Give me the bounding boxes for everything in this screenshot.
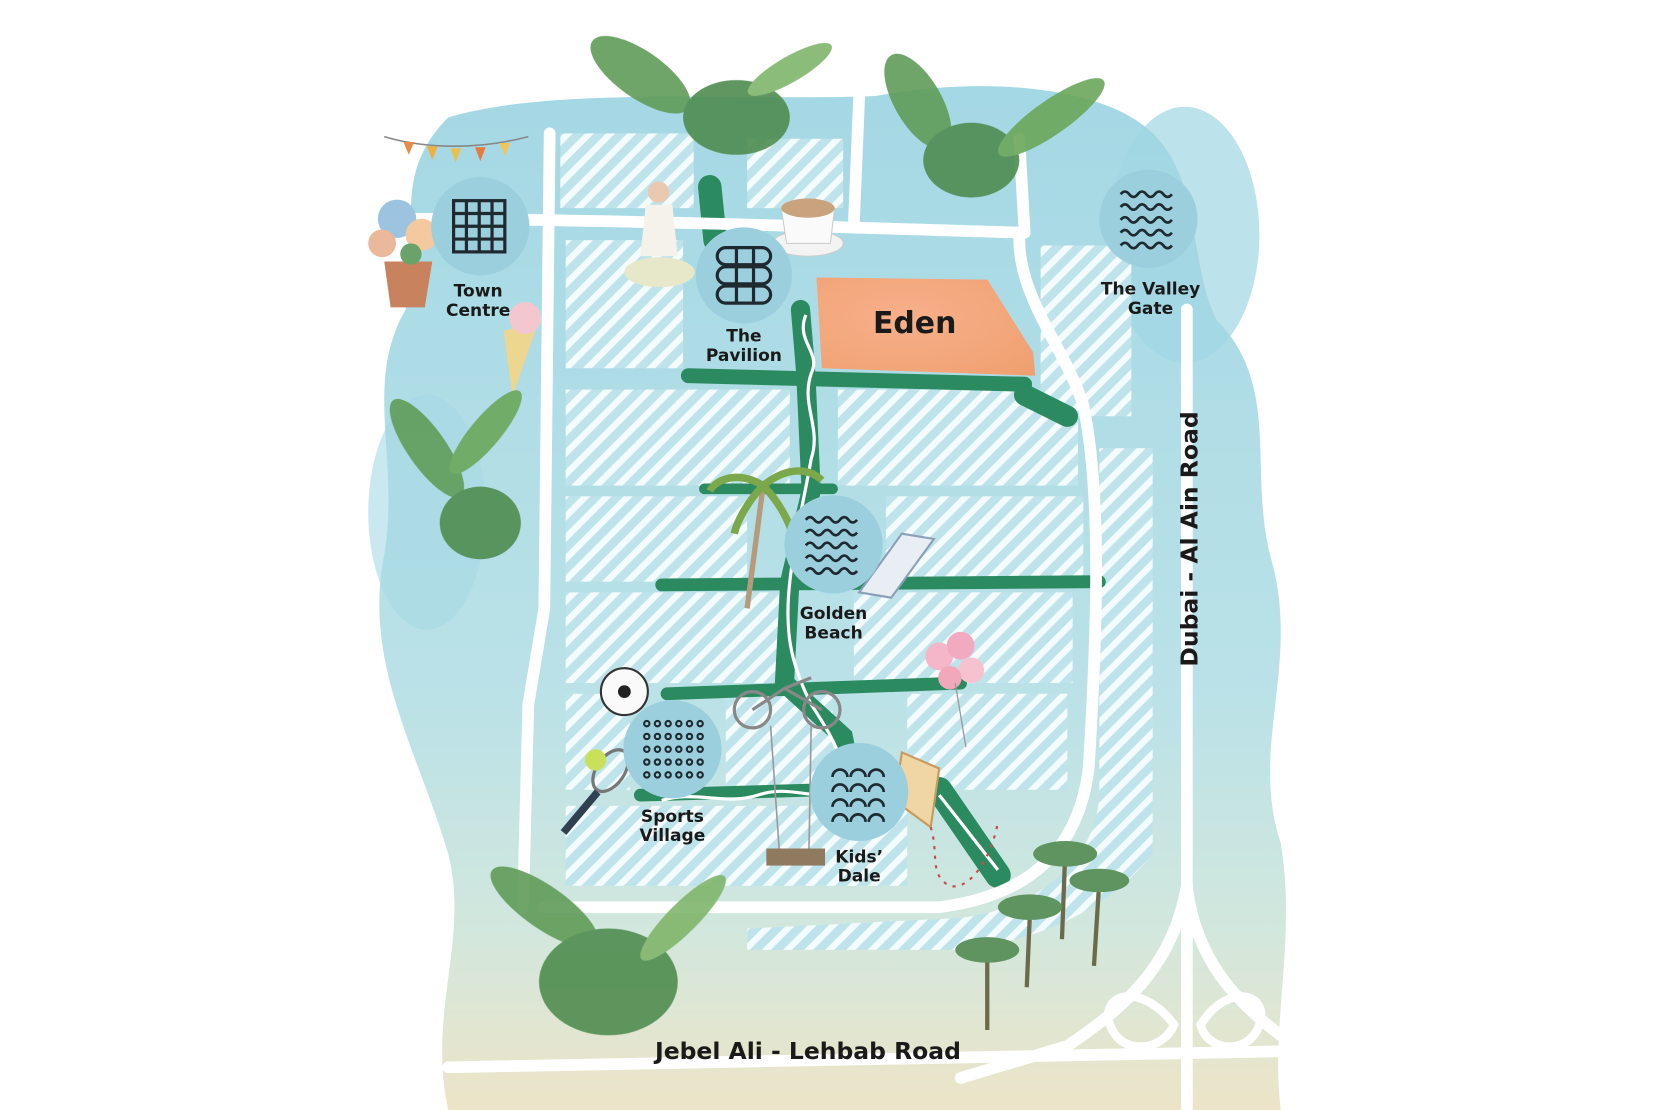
tropical-plants xyxy=(389,35,1105,1036)
place-label: Town xyxy=(454,282,503,302)
roads xyxy=(378,90,1287,1110)
arches-icon xyxy=(831,768,886,822)
place-kids-dale[interactable]: Kids’ Dale xyxy=(810,742,909,887)
waves-icon xyxy=(1119,190,1173,250)
cylinders-icon xyxy=(715,246,773,305)
place-label: Centre xyxy=(446,301,510,321)
place-label: Pavilion xyxy=(706,346,782,366)
soccer-ball-icon xyxy=(599,667,649,717)
balloons-icon xyxy=(925,631,985,748)
place-label: Dale xyxy=(838,867,881,887)
road-label-dubai-al-ain: Dubai - Al Ain Road xyxy=(1176,411,1204,666)
road-label-jebel-ali-lehbab: Jebel Ali - Lehbab Road xyxy=(653,1037,961,1065)
residential-blocks xyxy=(560,133,1153,950)
place-the-pavilion[interactable]: The Pavilion xyxy=(695,227,792,366)
place-label: Gate xyxy=(1128,299,1173,319)
place-label: Golden xyxy=(800,604,868,624)
place-label: Village xyxy=(640,826,706,846)
waves-icon xyxy=(804,515,859,575)
place-label: Sports xyxy=(641,807,704,827)
palm-tree-icon xyxy=(706,467,825,609)
coffee-cup-icon xyxy=(772,198,844,257)
place-label: The Valley xyxy=(1101,280,1200,300)
place-town-centre[interactable]: Town Centre xyxy=(431,177,530,321)
tennis-racket-icon xyxy=(560,748,630,835)
grid-icon xyxy=(452,199,507,254)
ice-cream-icon xyxy=(503,302,542,398)
dots-icon xyxy=(643,719,704,779)
yoga-person-icon xyxy=(624,181,695,288)
flower-pot-icon xyxy=(368,199,438,308)
place-sports-village[interactable]: Sports Village xyxy=(623,700,722,846)
place-label: The xyxy=(726,327,761,347)
swing-icon xyxy=(766,725,826,866)
place-label: Beach xyxy=(804,623,862,643)
place-the-valley-gate[interactable]: The Valley Gate xyxy=(1099,169,1200,319)
bicycle-icon xyxy=(732,676,842,730)
eden-development-area xyxy=(816,277,1036,376)
date-palms-icon xyxy=(955,841,1130,1030)
bunting-icon xyxy=(384,135,529,163)
place-golden-beach[interactable]: Golden Beach xyxy=(784,495,883,643)
eden-label: Eden xyxy=(873,306,956,341)
place-label: Kids’ xyxy=(835,847,883,867)
